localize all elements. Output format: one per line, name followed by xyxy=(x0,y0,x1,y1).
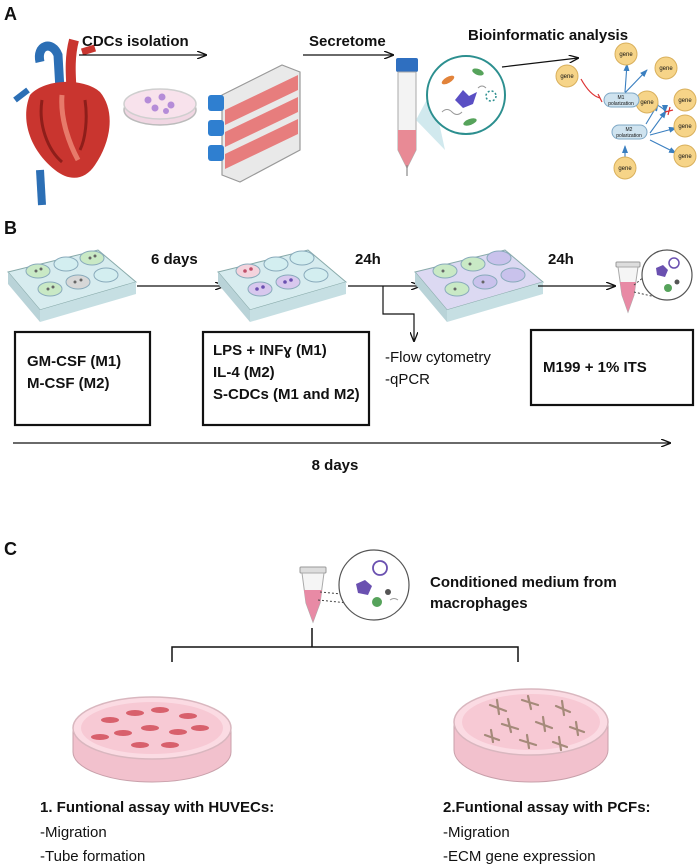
conditioned-medium-zoom-circle-c xyxy=(317,549,410,621)
box1-line2: M-CSF (M2) xyxy=(27,375,110,392)
assay2-item-ecm: -ECM gene expression xyxy=(443,848,596,865)
assay1-title: 1. Funtional assay with HUVECs: xyxy=(40,799,274,816)
timeline-8-days: 8 days xyxy=(312,457,359,474)
step-bioinformatic-analysis: Bioinformatic analysis xyxy=(468,27,628,44)
eppendorf-tube-icon xyxy=(615,261,641,314)
box3-text: M199 + 1% ITS xyxy=(543,359,647,376)
well-plate-1-icon xyxy=(7,249,138,322)
m2-polarization-label: polarization xyxy=(616,133,642,139)
secretome-zoom-circle xyxy=(416,55,506,150)
conditioned-medium-line2: macrophages xyxy=(430,595,528,612)
time-24h-2: 24h xyxy=(548,251,574,268)
gene-network: gene gene gene gene gene gene gene gene … xyxy=(555,42,697,180)
analysis-flow-cytometry: -Flow cytometry xyxy=(385,349,491,366)
assay1-item-migration: -Migration xyxy=(40,824,107,841)
gene-node-label: gene xyxy=(678,154,692,160)
well-plate-2-icon xyxy=(217,249,348,322)
falcon-tube-icon xyxy=(396,58,418,176)
petri-dish-icon xyxy=(123,88,197,126)
assay2-item-migration: -Migration xyxy=(443,824,510,841)
box2-line1: LPS + INFɣ (M1) xyxy=(213,342,327,359)
gene-node-label: gene xyxy=(640,100,654,106)
m2-node-label: M2 xyxy=(626,127,633,133)
analysis-qpcr: -qPCR xyxy=(385,371,430,388)
step-secretome: Secretome xyxy=(309,33,386,50)
time-6-days: 6 days xyxy=(151,251,198,268)
gene-node-label: gene xyxy=(678,124,692,130)
conditioned-medium-zoom-circle xyxy=(633,249,693,301)
well-plate-3-icon xyxy=(414,249,545,322)
panel-a-label: A xyxy=(4,4,17,24)
polarization-box xyxy=(201,330,371,427)
assay1-item-tube-formation: -Tube formation xyxy=(40,848,145,865)
gene-node-label: gene xyxy=(560,74,574,80)
eppendorf-tube-icon-c xyxy=(299,566,327,624)
m1-node-label: M1 xyxy=(618,95,625,101)
box1-line1: GM-CSF (M1) xyxy=(27,353,121,370)
huvec-dish-icon xyxy=(72,696,232,783)
time-24h-1: 24h xyxy=(355,251,381,268)
panel-b-label: B xyxy=(4,218,17,238)
panel-c-label: C xyxy=(4,539,17,559)
box2-line3: S-CDCs (M1 and M2) xyxy=(213,386,360,403)
arrow-bioinformatic xyxy=(501,58,578,68)
cell-factory-flask-icon xyxy=(208,64,301,183)
arrow-to-analysis xyxy=(382,286,414,341)
gene-node-label: gene xyxy=(678,98,692,104)
gene-node-label: gene xyxy=(659,66,673,72)
m1-polarization-label: polarization xyxy=(608,101,634,107)
gene-node-label: gene xyxy=(618,166,632,172)
heart-icon xyxy=(13,38,110,206)
assay2-title: 2.Funtional assay with PCFs: xyxy=(443,799,651,816)
pcf-dish-icon xyxy=(453,688,609,783)
box2-line2: IL-4 (M2) xyxy=(213,364,275,381)
conditioned-medium-line1: Conditioned medium from xyxy=(430,574,617,591)
split-bracket xyxy=(171,646,519,662)
culture-medium-box-1 xyxy=(13,330,152,427)
medium-box xyxy=(529,328,695,407)
gene-node-label: gene xyxy=(619,52,633,58)
step-cdcs-isolation: CDCs isolation xyxy=(82,33,189,50)
